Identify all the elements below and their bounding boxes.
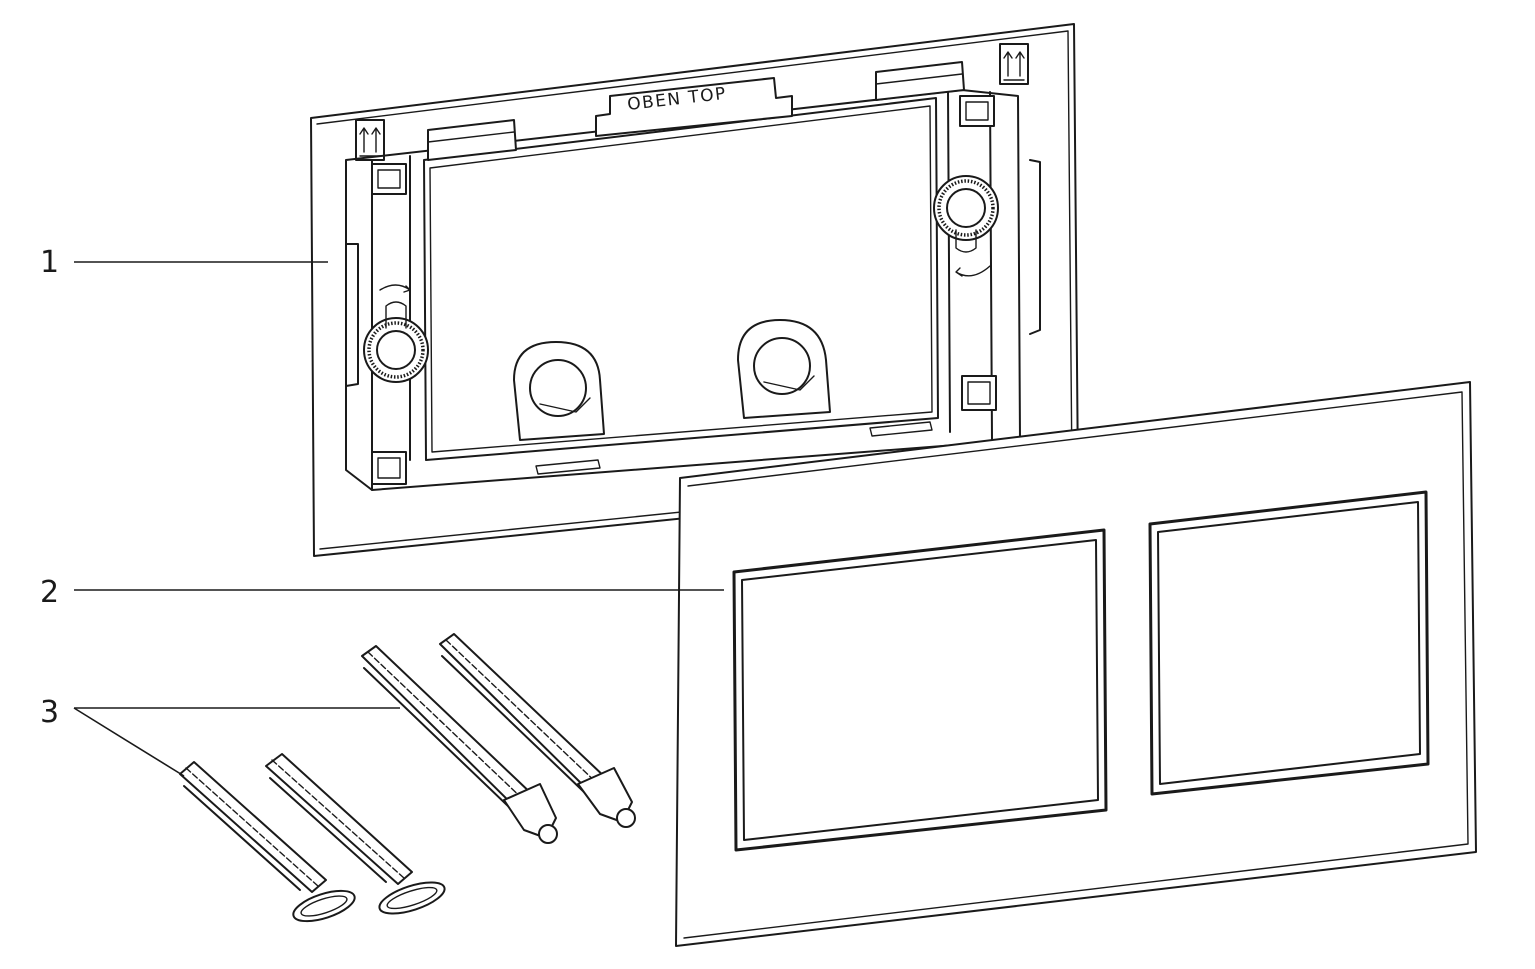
rotary-lock-right-icon <box>933 175 999 277</box>
spacer-d <box>439 633 636 828</box>
rotary-lock-left-icon <box>363 284 429 383</box>
orientation-arrows-left-icon <box>355 119 385 161</box>
flush-button-large <box>732 528 1108 852</box>
callout-1-number: 1 <box>40 245 59 280</box>
latch-top-right <box>959 95 995 127</box>
actuator-plate-bevel <box>683 391 1469 939</box>
top-marking-tab <box>595 77 793 137</box>
latch-top-left-inner <box>377 169 401 189</box>
bottom-slot-left <box>535 459 601 475</box>
latch-bottom-right <box>961 375 997 411</box>
callout-3: 3 <box>40 695 400 777</box>
top-clip-right-slot <box>875 73 963 85</box>
threaded-spacers <box>179 633 636 923</box>
callout-2-number: 2 <box>40 575 59 610</box>
latch-bottom-left <box>371 451 407 485</box>
latch-bottom-right-inner <box>967 381 991 405</box>
frame-opening-lip <box>429 105 933 453</box>
callout-3-leader-bottom <box>73 707 185 777</box>
callout-1: 1 <box>40 245 328 280</box>
side-grip-left <box>345 243 359 387</box>
bottom-receiver-left <box>513 341 605 441</box>
actuator-plate <box>675 381 1477 947</box>
bottom-receiver-right <box>737 319 831 419</box>
top-clip-left <box>427 119 517 161</box>
top-clip-left-slot <box>427 131 515 143</box>
flush-button-small <box>1148 490 1430 796</box>
latch-top-right-inner <box>965 101 989 121</box>
spacer-a <box>179 761 356 923</box>
top-clip-right <box>875 61 965 101</box>
callout-2: 2 <box>40 575 724 610</box>
mounting-frame: OBEN TOP <box>310 23 1079 557</box>
frame-rail-right-inner <box>947 91 951 433</box>
side-grip-right <box>1029 159 1041 335</box>
bottom-slot-right <box>869 421 933 437</box>
callout-3-number: 3 <box>40 695 59 730</box>
spacer-c <box>361 645 558 844</box>
orientation-arrows-right-icon <box>999 43 1029 85</box>
latch-bottom-left-inner <box>377 457 401 479</box>
latch-top-left <box>371 163 407 195</box>
spacer-b <box>265 753 446 915</box>
